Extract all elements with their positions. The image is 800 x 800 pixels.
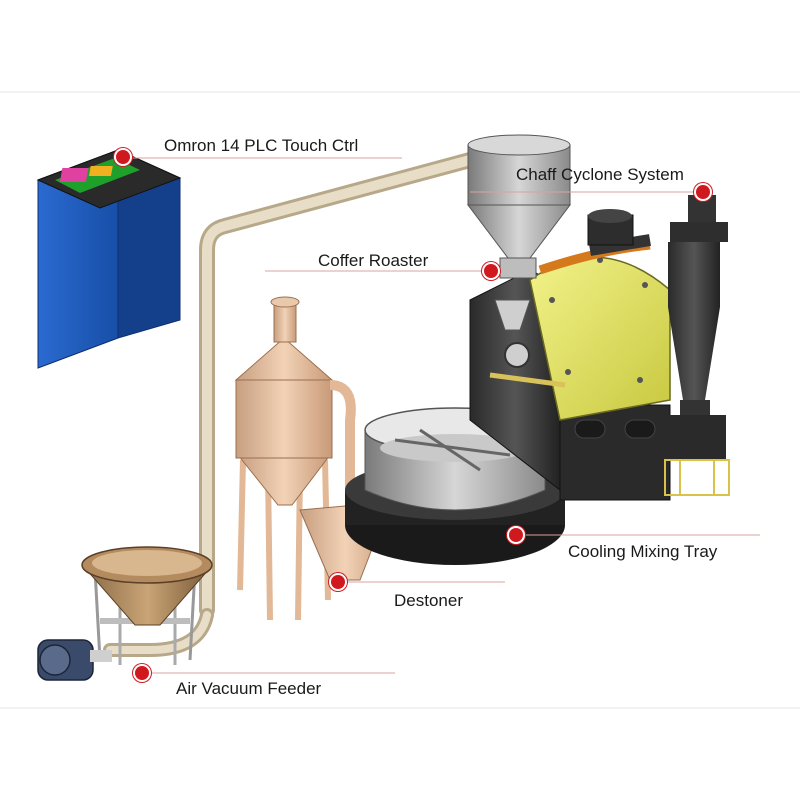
chaff-cyclone-tower <box>665 195 729 495</box>
roaster-label: Coffer Roaster <box>318 252 428 269</box>
plc-label: Omron 14 PLC Touch Ctrl <box>164 137 358 154</box>
plc-marker <box>116 150 130 164</box>
plc-cabinet <box>38 150 180 368</box>
feeder-hopper <box>38 547 212 680</box>
destoner-label: Destoner <box>394 592 463 609</box>
cyclone-label: Chaff Cyclone System <box>516 166 684 183</box>
cooling-label: Cooling Mixing Tray <box>568 543 717 560</box>
roaster-marker <box>484 264 498 278</box>
feeder-marker <box>135 666 149 680</box>
cooling-marker <box>509 528 523 542</box>
feeder-label: Air Vacuum Feeder <box>176 680 321 697</box>
destoner-marker <box>331 575 345 589</box>
cyclone-marker <box>696 185 710 199</box>
